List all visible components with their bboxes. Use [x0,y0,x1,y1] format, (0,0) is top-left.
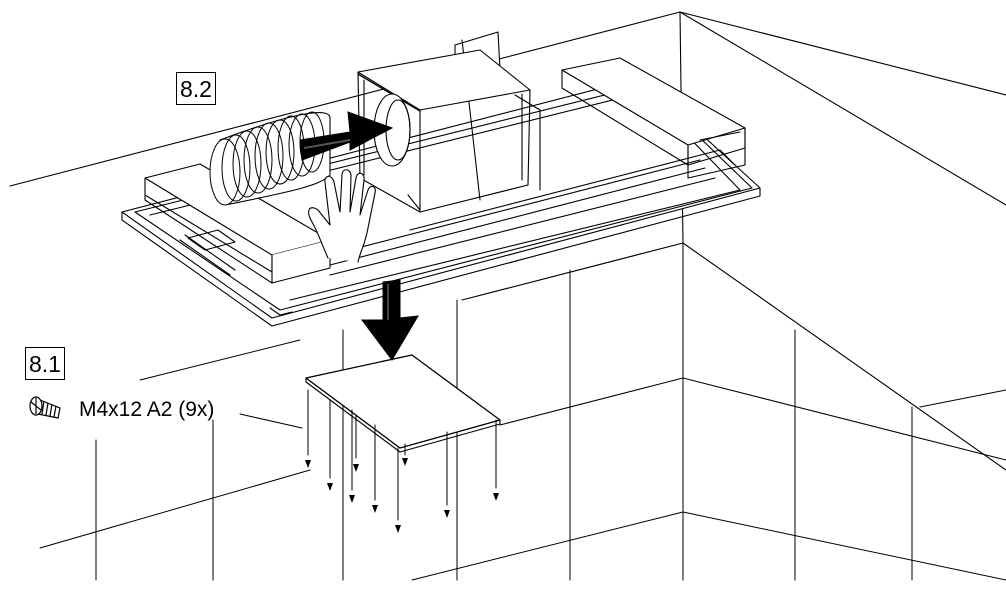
ceiling-lines [9,11,1006,471]
callout-step-8-2: 8.2 [176,72,216,105]
spec-leader-line [239,413,303,429]
hand-icon [308,169,376,263]
wall-tiles [39,242,1006,581]
arrow-down-icon [361,279,419,361]
duct-collar [373,93,411,167]
screw-drop-lines [307,389,497,521]
screw-icon [29,396,61,419]
cover-panel [305,354,501,453]
screw-down-arrows [305,458,499,533]
right-motor-box [561,57,746,179]
flexible-duct [209,111,331,206]
screw-spec-label: M4x12 A2 (9x) [79,398,215,421]
fan-housing [357,31,541,213]
arrow-right-icon [299,111,394,161]
callout-step-8-1: 8.1 [25,347,65,380]
